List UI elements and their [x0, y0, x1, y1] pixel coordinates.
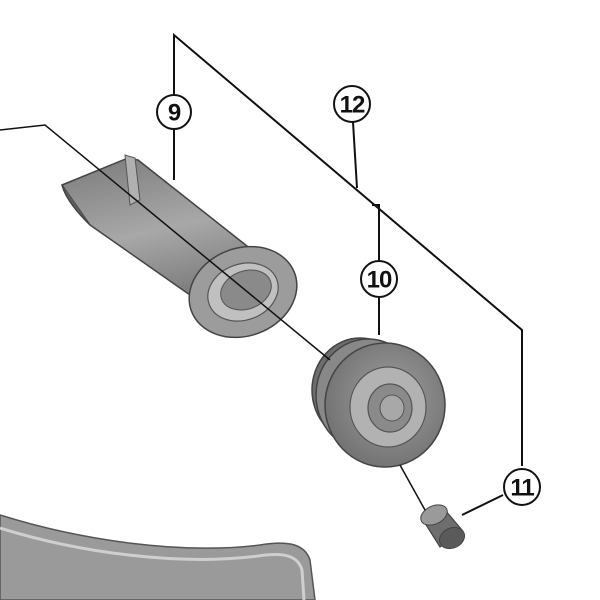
handlebar-edge: [0, 526, 306, 600]
part-11-plug: [420, 504, 466, 550]
callout-10: 10: [360, 260, 398, 298]
bracket-12: [173, 32, 523, 466]
axis-line-lower: [399, 464, 426, 511]
part-10-cap: [311, 337, 446, 468]
callout-12-label: 12: [340, 92, 365, 119]
callout-9-label: 9: [168, 100, 181, 127]
callout-11-label: 11: [510, 475, 534, 502]
part-9-tube: [60, 154, 298, 339]
leader-lines: [0, 32, 523, 516]
callout-11: 11: [503, 468, 541, 506]
callout-9: 9: [156, 94, 192, 130]
assembly-axis-line: [0, 124, 331, 361]
callout-10-label: 10: [367, 267, 392, 294]
callout-12: 12: [333, 85, 371, 123]
